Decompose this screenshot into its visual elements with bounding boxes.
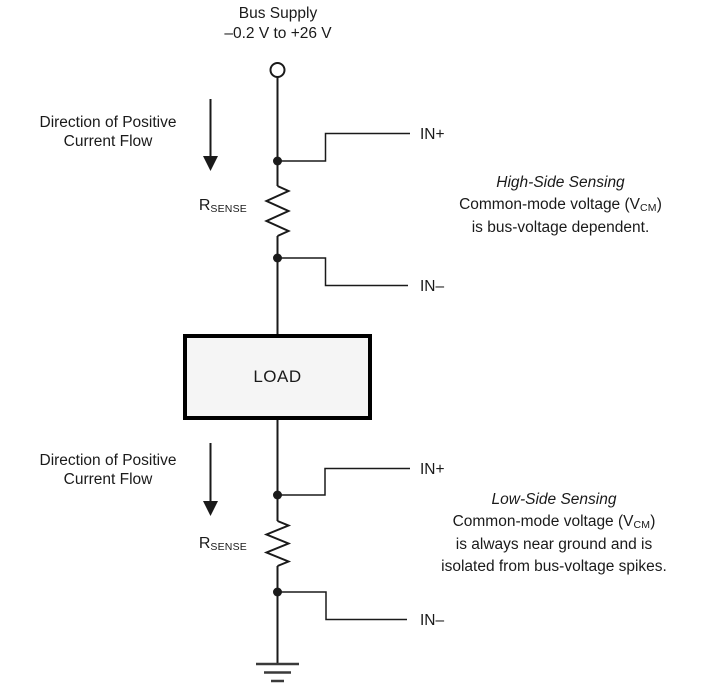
bus-supply-name: Bus Supply xyxy=(238,5,318,22)
direction-label-high-side: Direction of Positive Current Flow xyxy=(12,113,204,151)
low-side-desc-line2: is always near ground and is xyxy=(455,536,653,553)
low-side-desc-pre: Common-mode voltage (V xyxy=(452,513,634,530)
low-side-title: Low-Side Sensing xyxy=(491,491,617,508)
bus-supply-range: –0.2 V to +26 V xyxy=(224,25,332,42)
high-side-note: High-Side Sensing Common-mode voltage (V… xyxy=(412,172,709,239)
high-side-desc-line2: is bus-voltage dependent. xyxy=(471,219,650,236)
rsense-base: R xyxy=(198,535,211,552)
direction-line2: Current Flow xyxy=(63,471,153,488)
load-label: LOAD xyxy=(253,367,302,386)
rsense-base: R xyxy=(198,197,211,214)
direction-line1: Direction of Positive xyxy=(39,452,177,469)
tap-wire-in-plus-low xyxy=(277,467,410,496)
high-side-desc-line1: Common-mode voltage (VCM) xyxy=(412,194,709,217)
tap-wire-in-plus-high xyxy=(277,132,410,162)
low-side-desc-line1: Common-mode voltage (VCM) xyxy=(399,511,709,534)
low-side-desc-post: ) xyxy=(650,513,656,530)
rsense-subscript: SENSE xyxy=(210,203,247,215)
rsense-label-low-side: RSENSE xyxy=(160,535,247,554)
direction-line1: Direction of Positive xyxy=(39,114,177,131)
pin-label-in-minus-high: IN– xyxy=(420,278,445,295)
high-side-desc-subscript: CM xyxy=(640,202,657,214)
tap-wire-in-minus-high xyxy=(277,257,408,287)
arrow-down-icon-low-side xyxy=(203,443,218,516)
high-side-desc-post: ) xyxy=(656,196,662,213)
tap-wire-in-minus-low xyxy=(277,591,407,621)
low-side-desc-line3: isolated from bus-voltage spikes. xyxy=(441,558,667,575)
arrow-down-icon-high-side xyxy=(203,99,218,171)
resistor-zigzag-icon-low-side xyxy=(263,520,292,567)
rsense-subscript: SENSE xyxy=(210,541,247,553)
direction-label-low-side: Direction of Positive Current Flow xyxy=(12,451,204,489)
load-box xyxy=(183,334,372,420)
rsense-label-high-side: RSENSE xyxy=(160,197,247,216)
pin-label-in-plus-high: IN+ xyxy=(420,126,445,143)
direction-line2: Current Flow xyxy=(63,133,153,150)
bus-supply-label: Bus Supply –0.2 V to +26 V xyxy=(178,4,378,44)
low-side-note: Low-Side Sensing Common-mode voltage (VC… xyxy=(399,489,709,578)
bus-terminal-circle-icon xyxy=(269,62,286,78)
ground-icon xyxy=(256,662,299,683)
pin-label-in-minus-low: IN– xyxy=(420,612,445,629)
pin-label-in-plus-low: IN+ xyxy=(420,461,445,478)
resistor-zigzag-icon-high-side xyxy=(264,185,291,237)
high-side-title: High-Side Sensing xyxy=(496,174,625,191)
low-side-desc-subscript: CM xyxy=(633,519,651,531)
high-side-desc-pre: Common-mode voltage (V xyxy=(459,196,640,213)
